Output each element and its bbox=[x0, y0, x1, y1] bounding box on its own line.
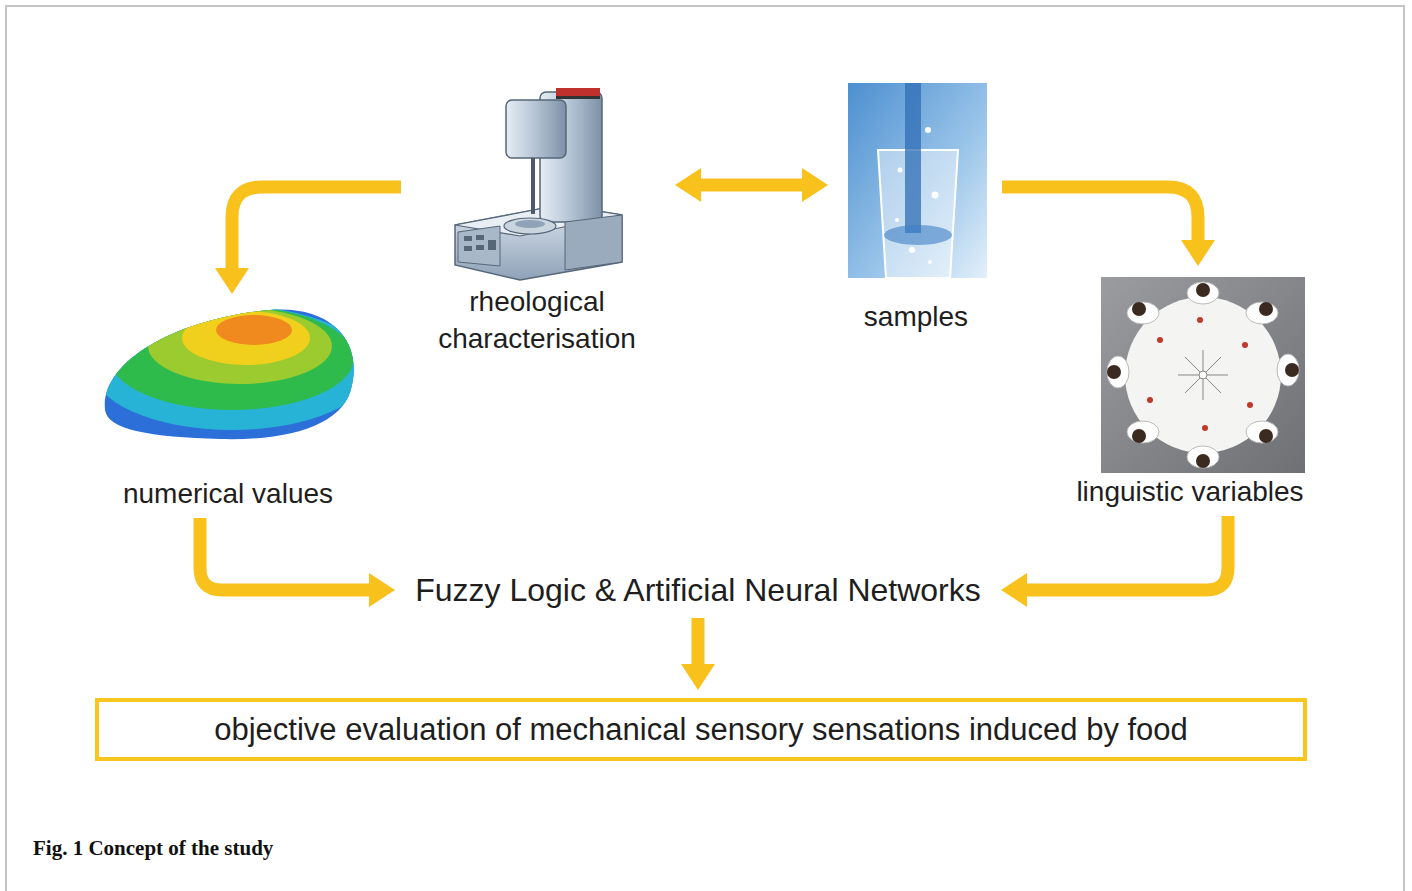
arrow-head bbox=[369, 573, 395, 607]
figure-caption: Fig. 1 Concept of the study bbox=[33, 836, 273, 861]
water-glass-photo bbox=[848, 83, 987, 278]
result-box: objective evaluation of mechanical senso… bbox=[95, 698, 1307, 761]
arrow-head bbox=[215, 268, 249, 294]
flow-arrow bbox=[1001, 516, 1228, 607]
method-node: Fuzzy Logic & Artificial Neural Networks bbox=[403, 568, 993, 612]
numeric-node: numerical values bbox=[88, 300, 368, 512]
arrow-shaft bbox=[699, 179, 804, 192]
instrument-node: rheological characterisation bbox=[407, 78, 667, 357]
flow-arrow bbox=[215, 187, 401, 294]
picture-space bbox=[836, 80, 996, 298]
contour-surface-plot bbox=[92, 300, 372, 445]
flow-arrow bbox=[681, 618, 715, 690]
node-label: linguistic variables bbox=[1045, 473, 1335, 510]
arrow-head bbox=[675, 168, 701, 202]
node-label: objective evaluation of mechanical senso… bbox=[121, 710, 1281, 749]
arrow-head bbox=[802, 168, 828, 202]
flow-arrow bbox=[1002, 187, 1215, 266]
arrow-shaft bbox=[692, 618, 705, 666]
sample-node: samples bbox=[836, 80, 996, 335]
arrow-shaft bbox=[1002, 187, 1198, 242]
arrow-shaft bbox=[232, 187, 401, 270]
arrow-shaft bbox=[200, 518, 371, 590]
arrow-shaft bbox=[1025, 516, 1228, 590]
flow-arrow bbox=[675, 168, 828, 202]
flow-arrow bbox=[200, 518, 395, 607]
linguistic-node: linguistic variables bbox=[1045, 272, 1335, 510]
rheometer-illustration bbox=[455, 88, 622, 280]
sensory-panel-photo bbox=[1101, 277, 1305, 473]
node-label: rheological characterisation bbox=[412, 283, 662, 357]
picture-space bbox=[88, 300, 368, 475]
node-label: Fuzzy Logic & Artificial Neural Networks bbox=[415, 570, 981, 610]
node-label: numerical values bbox=[88, 475, 368, 512]
arrow-head bbox=[681, 664, 715, 690]
picture-space bbox=[407, 78, 667, 283]
node-label: samples bbox=[836, 298, 996, 335]
arrow-head bbox=[1181, 240, 1215, 266]
picture-space bbox=[1045, 272, 1335, 473]
arrow-head bbox=[1001, 573, 1027, 607]
